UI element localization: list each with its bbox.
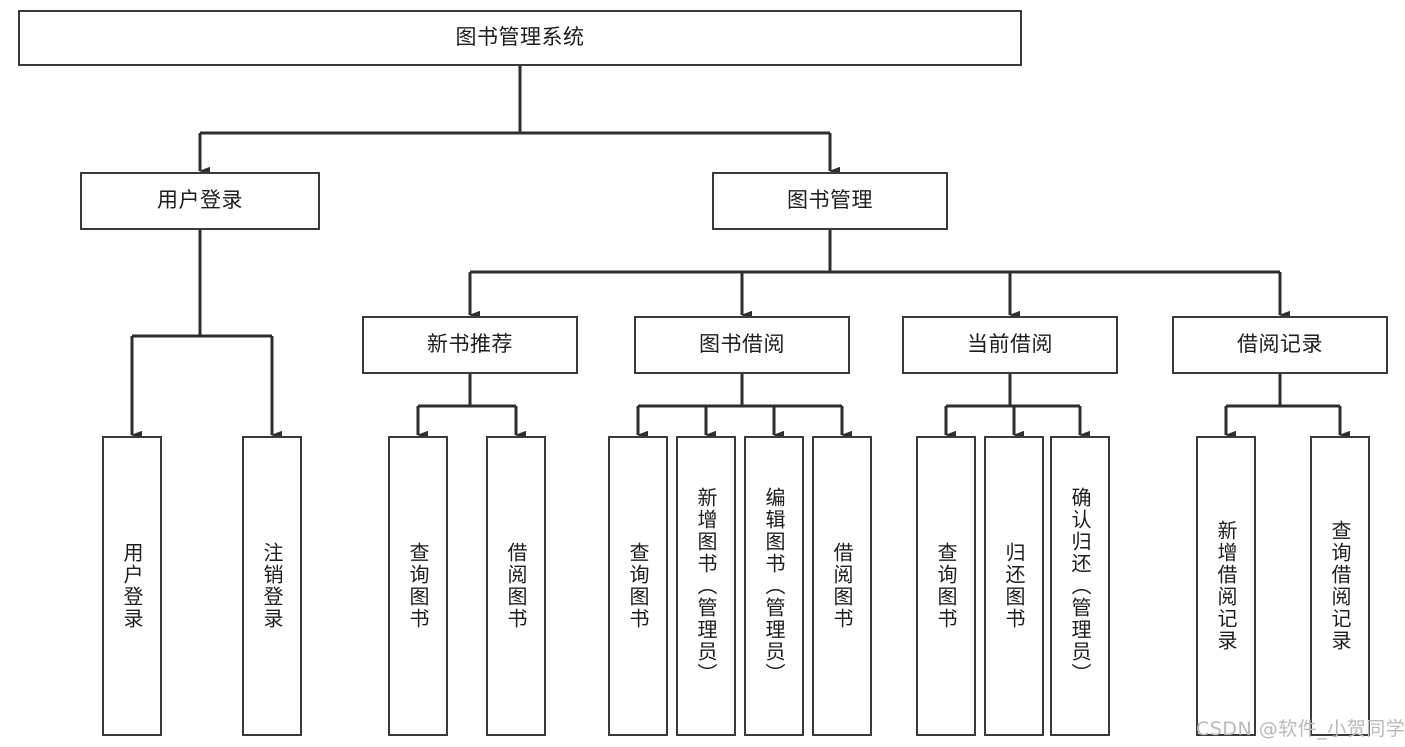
node-leaf13[interactable]: 查询借阅记录 xyxy=(1310,436,1370,736)
node-leaf4[interactable]: 借阅图书 xyxy=(486,436,546,736)
node-leaf12[interactable]: 新增借阅记录 xyxy=(1196,436,1256,736)
node-leaf11[interactable]: 确认归还（管理员） xyxy=(1050,436,1110,736)
node-leaf3[interactable]: 查询图书 xyxy=(388,436,448,736)
node-leaf5[interactable]: 查询图书 xyxy=(608,436,668,736)
node-label: 查询图书 xyxy=(406,542,430,630)
node-label: 查询借阅记录 xyxy=(1328,520,1352,652)
node-leaf8[interactable]: 借阅图书 xyxy=(812,436,872,736)
node-label: 归还图书 xyxy=(1002,542,1026,630)
node-label: 查询图书 xyxy=(626,542,650,630)
node-leaf9[interactable]: 查询图书 xyxy=(916,436,976,736)
node-label: 用户登录 xyxy=(157,188,243,213)
node-label: 图书管理 xyxy=(787,188,873,213)
node-leaf2[interactable]: 注销登录 xyxy=(242,436,302,736)
node-bookmgmt[interactable]: 图书管理 xyxy=(712,172,948,230)
node-leaf7[interactable]: 编辑图书（管理员） xyxy=(744,436,804,736)
node-newbook[interactable]: 新书推荐 xyxy=(362,316,578,374)
node-label: 新增借阅记录 xyxy=(1214,520,1238,652)
node-label: 借阅图书 xyxy=(504,542,528,630)
node-leaf1[interactable]: 用户登录 xyxy=(102,436,162,736)
node-label: 编辑图书（管理员） xyxy=(762,487,786,685)
node-login[interactable]: 用户登录 xyxy=(80,172,320,230)
node-leaf10[interactable]: 归还图书 xyxy=(984,436,1044,736)
node-label: 用户登录 xyxy=(120,542,144,630)
node-label: 新增图书（管理员） xyxy=(694,487,718,685)
node-label: 注销登录 xyxy=(260,542,284,630)
node-label: 新书推荐 xyxy=(427,332,513,357)
node-borrow[interactable]: 图书借阅 xyxy=(634,316,850,374)
node-records[interactable]: 借阅记录 xyxy=(1172,316,1388,374)
node-label: 借阅记录 xyxy=(1237,332,1323,357)
node-leaf6[interactable]: 新增图书（管理员） xyxy=(676,436,736,736)
node-current[interactable]: 当前借阅 xyxy=(902,316,1118,374)
node-label: 图书管理系统 xyxy=(455,25,585,50)
wire-layer xyxy=(130,66,1350,440)
node-label: 查询图书 xyxy=(934,542,958,630)
node-label: 借阅图书 xyxy=(830,542,854,630)
node-label: 确认归还（管理员） xyxy=(1068,487,1092,685)
node-label: 图书借阅 xyxy=(699,332,785,357)
node-root[interactable]: 图书管理系统 xyxy=(18,10,1022,66)
node-label: 当前借阅 xyxy=(967,332,1053,357)
